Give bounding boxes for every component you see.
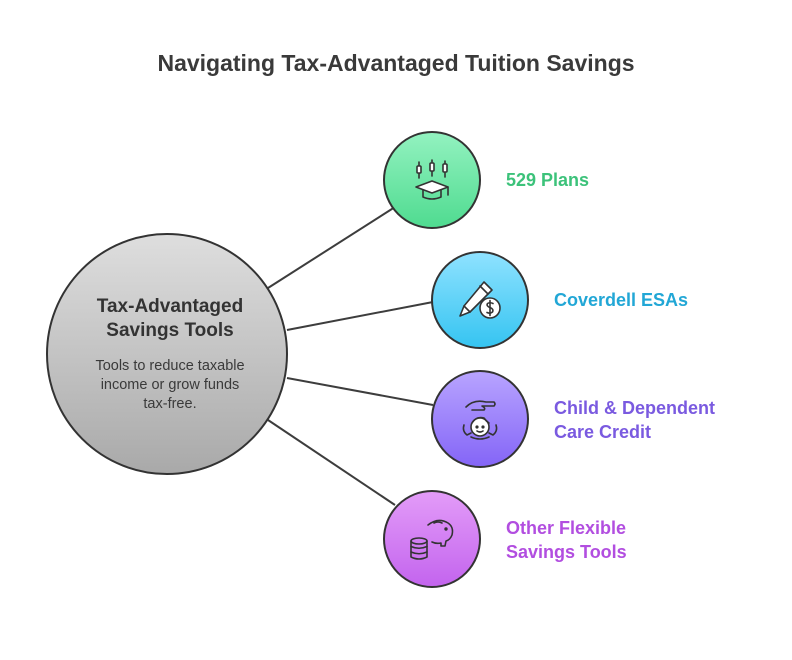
connector-line-4 [267,419,396,506]
center-node-title: Tax-Advantaged Savings Tools [70,295,270,343]
center-node-description: Tools to reduce taxable income or grow f… [72,357,268,414]
node-label-529-plans: 529 Plans [506,168,589,192]
graduation-cap-chart-icon [408,156,456,204]
center-title-line1: Tax-Advantaged [96,296,244,317]
node-label-other-flexible: Other Flexible Savings Tools [506,516,627,564]
piggy-bank-coins-icon [408,515,456,563]
connector-line-3 [286,377,434,406]
page-title: Navigating Tax-Advantaged Tuition Saving… [157,50,635,76]
node-label-coverdell-esas-line1: Coverdell ESAs [554,290,689,310]
node-label-child-dependent-care: Child & Dependent Care Credit [554,396,715,444]
center-desc-line2: income or grow funds [100,377,240,393]
center-desc-line3: tax-free. [143,396,197,412]
center-desc-line1: Tools to reduce taxable [95,358,245,374]
node-label-coverdell-esas: Coverdell ESAs [554,288,688,312]
pencil-dollar-icon [456,276,504,324]
node-circle-529-plans [383,131,481,229]
hand-child-icon [456,395,504,443]
node-circle-other-flexible [383,490,481,588]
node-label-child-dependent-care-line1: Child & Dependent [554,398,715,418]
center-node-circle [46,233,288,475]
node-label-529-plans-line1: 529 Plans [506,170,590,190]
node-label-child-dependent-care-line2: Care Credit [554,422,652,442]
node-label-other-flexible-line1: Other Flexible [506,518,627,538]
node-label-other-flexible-line2: Savings Tools [506,542,627,562]
connector-line-1 [267,206,396,289]
connector-line-2 [286,301,434,331]
center-title-line2: Savings Tools [106,320,234,341]
